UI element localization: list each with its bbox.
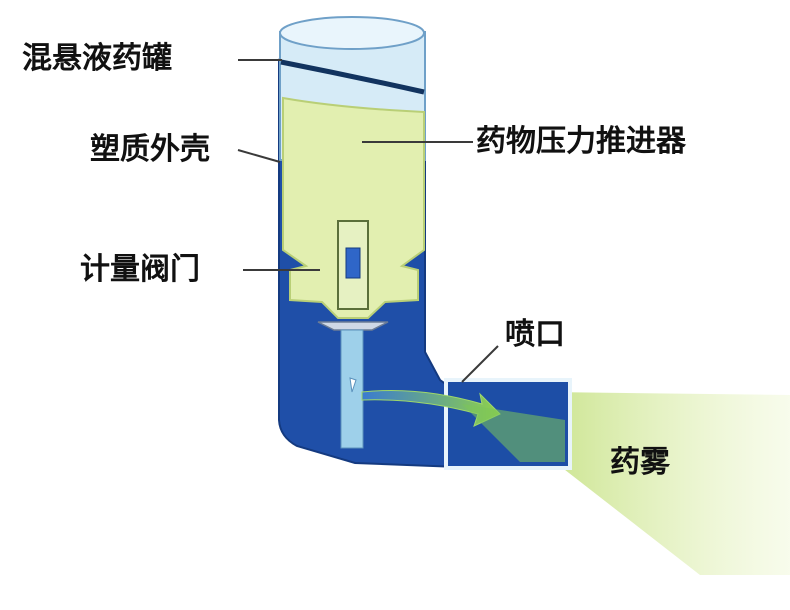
stem-jet xyxy=(349,377,357,393)
label-canister: 混悬液药罐 xyxy=(22,41,172,76)
canister-top-rim xyxy=(279,16,425,50)
label-propellant: 药物压力推进器 xyxy=(476,124,686,159)
canister-band xyxy=(280,59,425,95)
propellant-liquid xyxy=(282,96,425,319)
aerosol-mist xyxy=(548,392,790,575)
leader-shell xyxy=(237,149,281,163)
valve-collar xyxy=(317,321,389,331)
leader-nozzle xyxy=(461,345,499,383)
label-valve: 计量阀门 xyxy=(80,252,200,287)
spray-inside-mouthpiece xyxy=(462,404,565,462)
label-shell: 塑质外壳 xyxy=(90,132,210,167)
valve-chamber xyxy=(345,247,361,279)
label-mist: 药雾 xyxy=(610,445,670,480)
label-nozzle: 喷口 xyxy=(505,317,565,352)
